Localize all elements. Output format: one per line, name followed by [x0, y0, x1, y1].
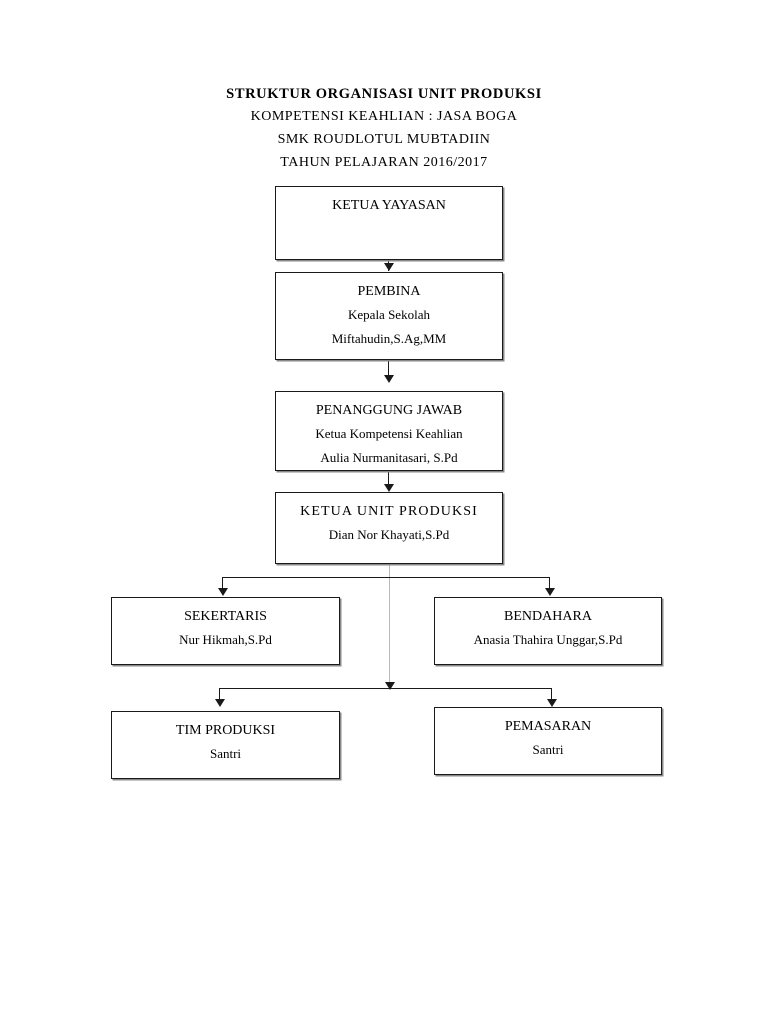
heading-subtitle-year: TAHUN PELAJARAN 2016/2017	[280, 155, 488, 170]
connector-arrow-sekertaris	[218, 588, 228, 596]
node-ketua-unit-produksi-name: Dian Nor Khayati,S.Pd	[328, 527, 450, 542]
connector-drop-bendahara	[549, 577, 551, 591]
connector-arrow-tim-produksi	[215, 699, 225, 707]
node-penanggung-jawab-title: PENANGGUNG JAWAB	[315, 403, 463, 418]
connector-pembina-pj-line	[388, 359, 390, 381]
document-heading: STRUKTUR ORGANISASI UNIT PRODUKSI KOMPET…	[0, 84, 768, 174]
node-pembina-title: PEMBINA	[357, 284, 421, 299]
node-sekertaris-title: SEKERTARIS	[184, 609, 267, 624]
connector-bus-secretary-treasurer	[222, 577, 550, 579]
node-pemasaran-title: PEMASARAN	[504, 719, 592, 734]
node-tim-produksi-name: Santri	[209, 746, 242, 761]
node-tim-produksi[interactable]: TIM PRODUKSI Santri	[111, 711, 340, 779]
node-penanggung-jawab-role: Ketua Kompetensi Keahlian	[315, 426, 463, 441]
node-bendahara-title: BENDAHARA	[504, 609, 592, 624]
heading-subtitle-competency: KOMPETENSI KEAHLIAN : JASA BOGA	[250, 109, 518, 124]
node-pemasaran-name: Santri	[532, 742, 564, 757]
node-pemasaran[interactable]: PEMASARAN Santri	[434, 707, 662, 775]
heading-subtitle-school: SMK ROUDLOTUL MUBTADIIN	[277, 132, 491, 147]
node-pembina-name: Miftahudin,S.Ag,MM	[331, 331, 447, 346]
connector-arrow-pemasaran	[547, 699, 557, 707]
node-ketua-unit-produksi-title: KETUA UNIT PRODUKSI	[300, 504, 478, 519]
heading-title: STRUKTUR ORGANISASI UNIT PRODUKSI	[226, 86, 542, 102]
node-ketua-yayasan[interactable]: KETUA YAYASAN	[275, 186, 503, 260]
node-penanggung-jawab[interactable]: PENANGGUNG JAWAB Ketua Kompetensi Keahli…	[275, 391, 503, 471]
connector-drop-sekertaris	[222, 577, 224, 591]
node-tim-produksi-title: TIM PRODUKSI	[175, 723, 276, 738]
connector-arrow-bendahara	[545, 588, 555, 596]
connector-drop-pemasaran	[551, 688, 553, 702]
node-pembina[interactable]: PEMBINA Kepala Sekolah Miftahudin,S.Ag,M…	[275, 272, 503, 360]
node-penanggung-jawab-name: Aulia Nurmanitasari, S.Pd	[320, 450, 458, 465]
connector-pj-kup-line	[388, 470, 390, 490]
node-ketua-yayasan-title: KETUA YAYASAN	[332, 198, 446, 213]
connector-bus-production-marketing	[219, 688, 552, 690]
node-sekertaris[interactable]: SEKERTARIS Nur Hikmah,S.Pd	[111, 597, 340, 665]
connector-pembina-pj-arrow	[384, 375, 394, 383]
node-bendahara[interactable]: BENDAHARA Anasia Thahira Unggar,S.Pd	[434, 597, 662, 665]
connector-arrow-center-lower-bus	[385, 682, 395, 690]
node-bendahara-name: Anasia Thahira Unggar,S.Pd	[473, 632, 623, 647]
node-ketua-unit-produksi[interactable]: KETUA UNIT PRODUKSI Dian Nor Khayati,S.P…	[275, 492, 503, 564]
connector-yayasan-pembina-arrow	[384, 263, 394, 271]
connector-pj-kup-arrow	[384, 484, 394, 492]
connector-center-spine	[389, 505, 390, 687]
node-pembina-role: Kepala Sekolah	[348, 307, 430, 322]
connector-drop-tim-produksi	[219, 688, 221, 702]
node-sekertaris-name: Nur Hikmah,S.Pd	[179, 632, 272, 647]
